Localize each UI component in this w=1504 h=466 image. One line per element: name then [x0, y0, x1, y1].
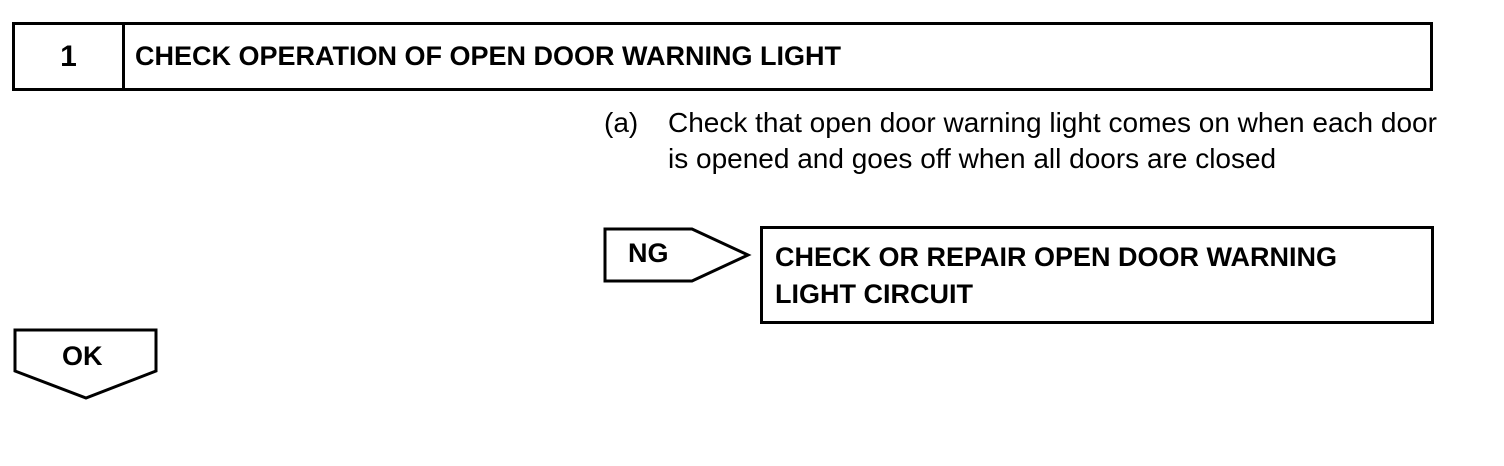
step-number: 1 — [15, 25, 125, 88]
step-header: 1 CHECK OPERATION OF OPEN DOOR WARNING L… — [12, 22, 1433, 91]
instruction: (a) Check that open door warning light c… — [604, 105, 1444, 177]
instruction-marker: (a) — [604, 107, 639, 138]
step-title: CHECK OPERATION OF OPEN DOOR WARNING LIG… — [135, 41, 842, 71]
instruction-text: Check that open door warning light comes… — [668, 107, 1437, 174]
ok-arrow-icon — [13, 328, 158, 400]
ng-label: NG — [628, 238, 669, 268]
ok-label: OK — [62, 341, 103, 371]
ng-arrow-icon — [603, 227, 752, 283]
ng-action-box: CHECK OR REPAIR OPEN DOOR WARNING LIGHT … — [760, 226, 1434, 324]
